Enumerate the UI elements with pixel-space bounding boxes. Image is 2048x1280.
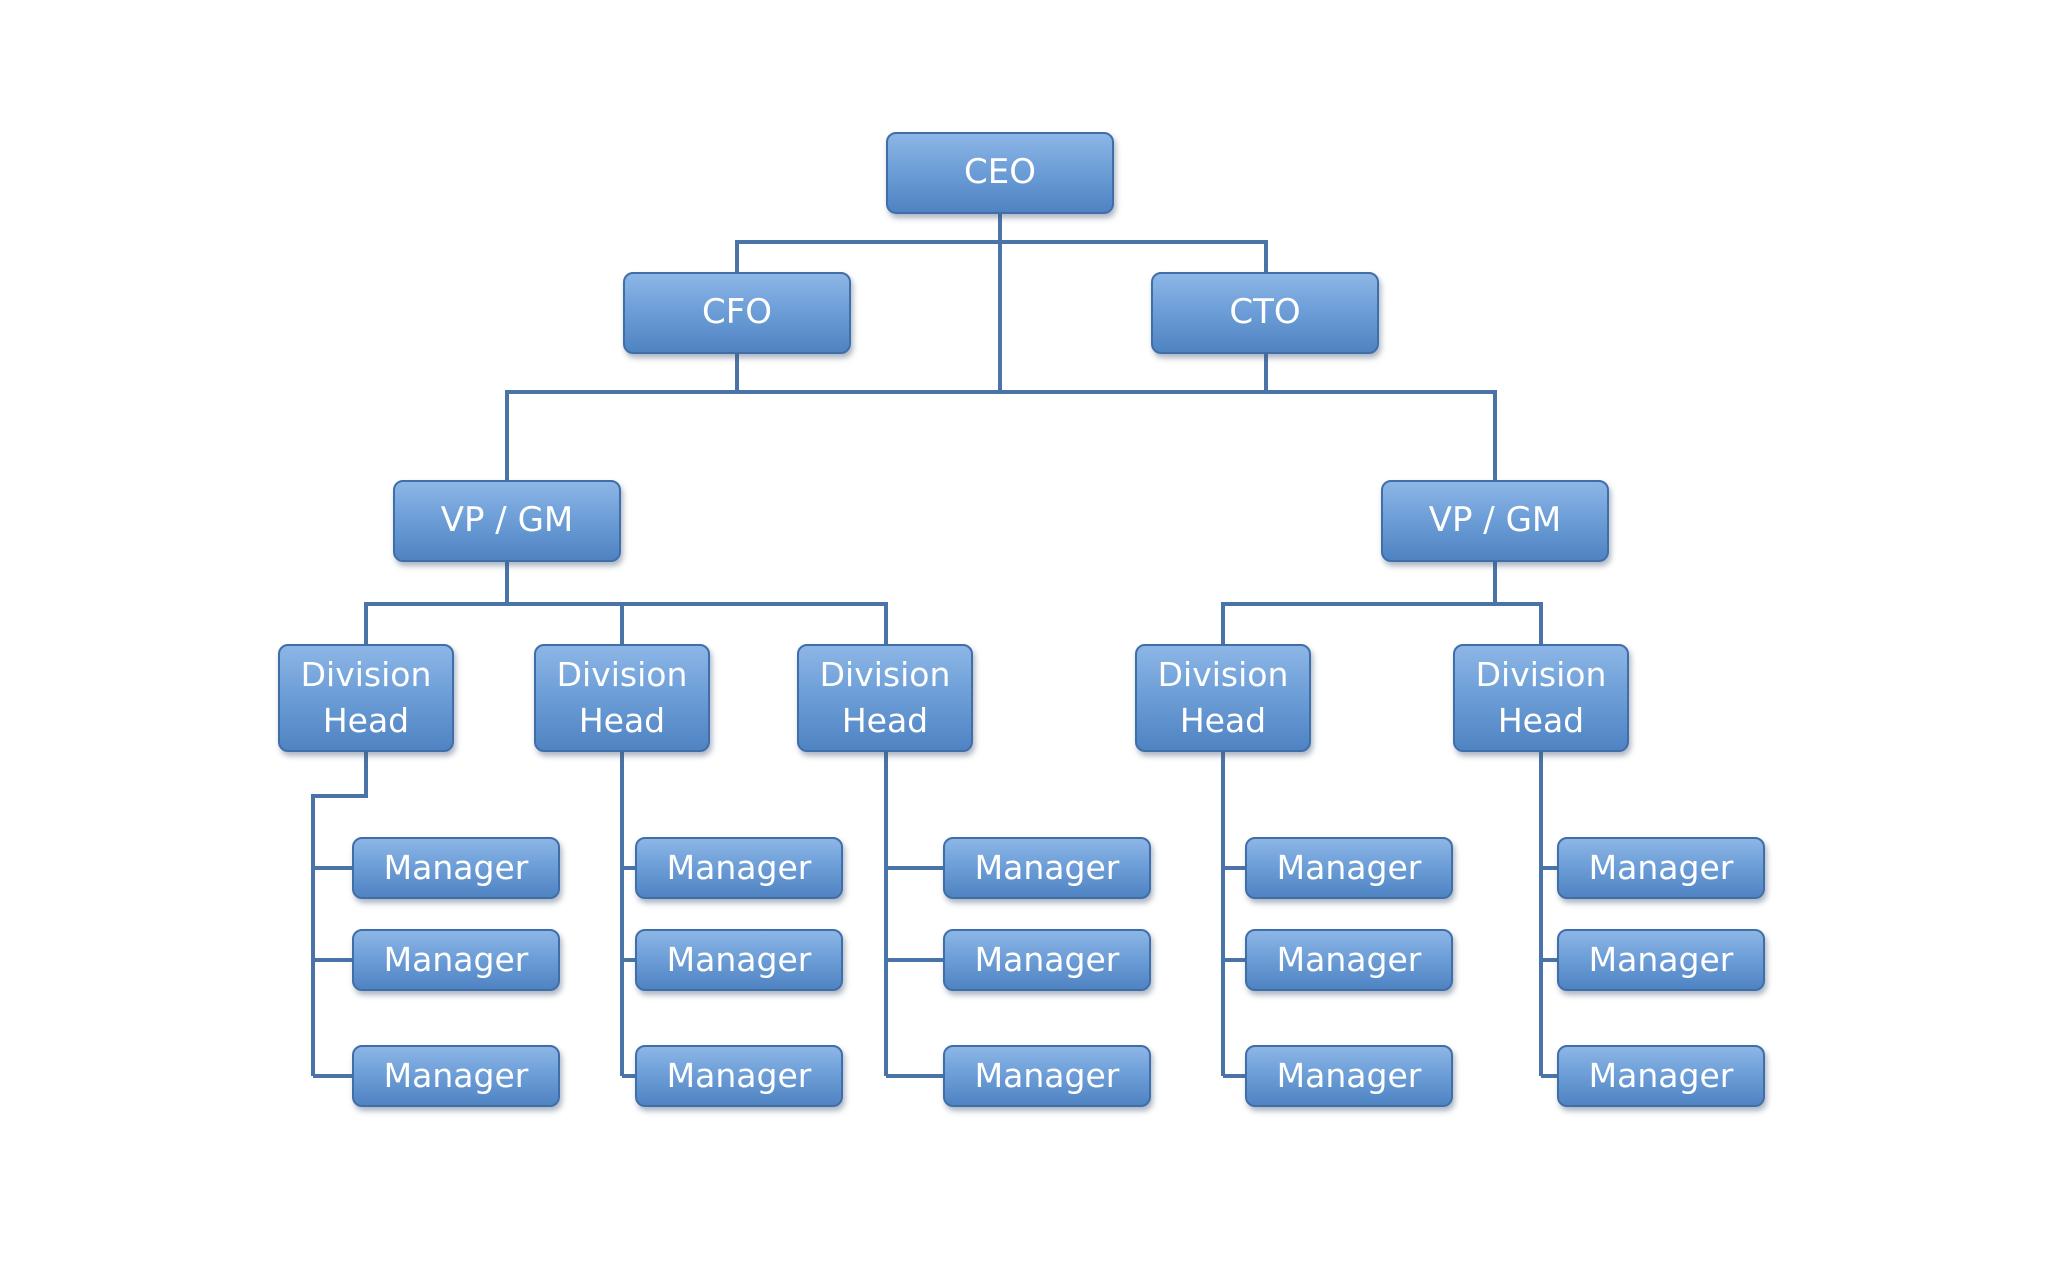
- vp-gm-box-2: VP / GM: [1381, 480, 1609, 562]
- manager-box: Manager: [1557, 1045, 1765, 1107]
- manager-box: Manager: [1557, 929, 1765, 991]
- manager-box: Manager: [943, 1045, 1151, 1107]
- connector-vp-bus: [505, 390, 1497, 480]
- connector-div1-managers: [311, 752, 368, 1076]
- cfo-box: CFO: [623, 272, 851, 354]
- division-head-box-5: Division Head: [1453, 644, 1629, 752]
- ceo-box: CEO: [886, 132, 1114, 214]
- manager-box: Manager: [943, 837, 1151, 899]
- vp-gm-box-1: VP / GM: [393, 480, 621, 562]
- manager-box: Manager: [1245, 929, 1453, 991]
- division-head-box-1: Division Head: [278, 644, 454, 752]
- division-head-box-2: Division Head: [534, 644, 710, 752]
- manager-box: Manager: [635, 929, 843, 991]
- connector-vp2-divisions: [1221, 602, 1543, 644]
- manager-box: Manager: [1245, 1045, 1453, 1107]
- connector-ceo-cfo-cto: [735, 240, 1268, 272]
- connector-vp1-divisions: [364, 602, 888, 644]
- manager-box: Manager: [352, 929, 560, 991]
- manager-box: Manager: [635, 1045, 843, 1107]
- manager-box: Manager: [1245, 837, 1453, 899]
- manager-box: Manager: [352, 837, 560, 899]
- manager-box: Manager: [943, 929, 1151, 991]
- manager-box: Manager: [1557, 837, 1765, 899]
- cto-box: CTO: [1151, 272, 1379, 354]
- manager-box: Manager: [635, 837, 843, 899]
- manager-box: Manager: [352, 1045, 560, 1107]
- division-head-box-4: Division Head: [1135, 644, 1311, 752]
- division-head-box-3: Division Head: [797, 644, 973, 752]
